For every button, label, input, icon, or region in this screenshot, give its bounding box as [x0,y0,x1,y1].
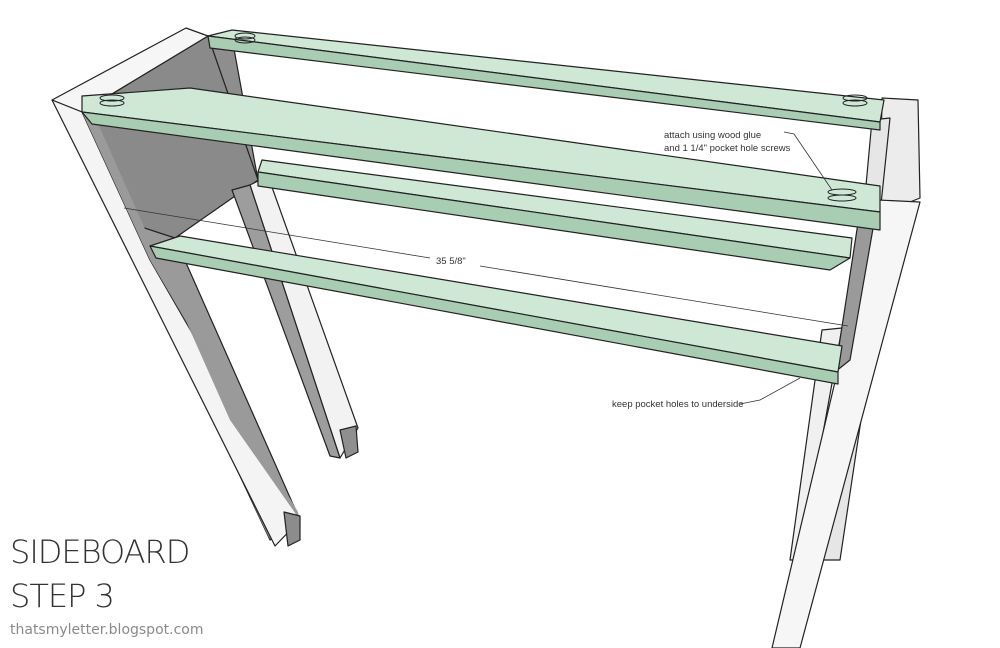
front-top-rail-top [81,87,881,213]
title-line-1: SIDEBOARD [10,533,190,571]
back-top-rail-face [207,35,881,131]
front-left-leg-end [283,511,301,547]
dimension-line [123,207,849,327]
pocket-hole-note: keep pocket holes to underside [612,399,744,410]
blog-credit: thatsmyletter.blogspot.com [10,622,204,638]
title-line-2: STEP 3 [10,577,115,615]
left-back-leg-end [339,425,359,459]
front-rail-pocket-holes [99,94,857,202]
front-lower-stretcher-face [149,245,839,385]
glue-note-line2: and 1 1/4" pocket hole screws [664,143,791,154]
front-left-leg-side [82,110,300,520]
leader-lines [739,131,833,405]
back-rail-pocket-holes [234,32,868,107]
dimension-label: 35 5/8" [436,256,466,267]
front-right-leg [771,199,921,648]
glue-note-line1: attach using wood glue [664,130,761,141]
front-top-rail-face [81,111,881,231]
left-back-leg [249,175,359,459]
back-lower-stretcher-face [257,171,851,271]
